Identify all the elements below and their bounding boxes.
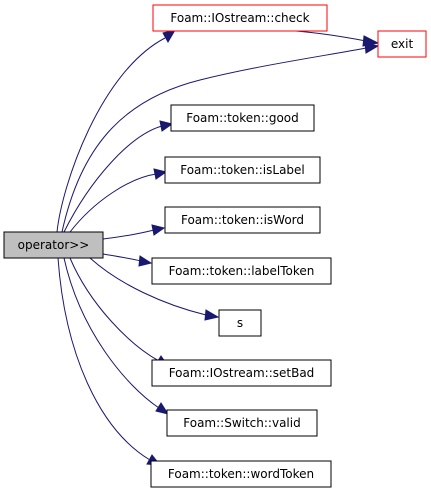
node-setBad-label: Foam::IOstream::setBad <box>169 366 315 380</box>
node-exit-box <box>377 30 427 58</box>
node-wordToken-label: Foam::token::wordToken <box>168 467 314 481</box>
arrowhead-valid <box>155 402 170 415</box>
node-root-label: operator>> <box>18 238 90 252</box>
edges <box>56 29 380 466</box>
node-root[interactable]: operator>> <box>3 231 104 259</box>
node-valid-box <box>166 409 318 437</box>
node-good-box <box>170 104 315 132</box>
edge-root-to-wordToken <box>57 257 151 461</box>
edge-root-to-labelToken <box>102 253 142 262</box>
node-isLabel-box <box>164 156 321 184</box>
edge-root-to-isLabel <box>69 173 157 233</box>
edge-root-to-s <box>89 257 207 316</box>
arrowhead-labelToken <box>138 255 153 267</box>
edge-root-to-isWord <box>102 229 155 240</box>
node-setBad-box <box>151 359 332 387</box>
edge-root-to-good <box>63 125 163 233</box>
arrowhead-exit-from-root <box>364 42 380 54</box>
node-check[interactable]: Foam::IOstream::check <box>152 4 328 32</box>
node-isWord-label: Foam::token::isWord <box>181 213 304 227</box>
node-exit-label: exit <box>391 37 414 51</box>
arrowhead-good <box>159 120 174 132</box>
node-isLabel[interactable]: Foam::token::isLabel <box>164 156 321 184</box>
node-s-label: s <box>237 316 243 330</box>
arrowhead-isWord <box>151 224 166 236</box>
node-wordToken[interactable]: Foam::token::wordToken <box>150 460 332 488</box>
node-check-label: Foam::IOstream::check <box>170 11 309 25</box>
node-good[interactable]: Foam::token::good <box>170 104 315 132</box>
node-root-box <box>3 231 104 259</box>
arrowhead-check <box>162 29 177 44</box>
node-good-label: Foam::token::good <box>186 111 299 125</box>
node-s-box <box>218 309 262 337</box>
edge-root-to-check <box>56 37 166 233</box>
node-wordToken-box <box>150 460 332 488</box>
node-labelToken-box <box>151 257 332 285</box>
edge-check-to-exit <box>295 30 367 42</box>
node-isWord-box <box>164 206 321 234</box>
arrowhead-isLabel <box>153 168 168 180</box>
edge-root-to-valid <box>63 257 160 409</box>
edge-root-to-setBad <box>69 257 160 362</box>
node-setBad[interactable]: Foam::IOstream::setBad <box>151 359 332 387</box>
node-labelToken[interactable]: Foam::token::labelToken <box>151 257 332 285</box>
node-isLabel-label: Foam::token::isLabel <box>180 163 305 177</box>
arrowhead-s <box>204 309 220 321</box>
node-valid[interactable]: Foam::Switch::valid <box>166 409 318 437</box>
node-labelToken-label: Foam::token::labelToken <box>169 264 315 278</box>
node-valid-label: Foam::Switch::valid <box>183 416 300 430</box>
edge-root-to-exit <box>61 47 367 233</box>
node-s[interactable]: s <box>218 309 262 337</box>
node-isWord[interactable]: Foam::token::isWord <box>164 206 321 234</box>
node-exit[interactable]: exit <box>377 30 427 58</box>
node-check-box <box>152 4 328 32</box>
